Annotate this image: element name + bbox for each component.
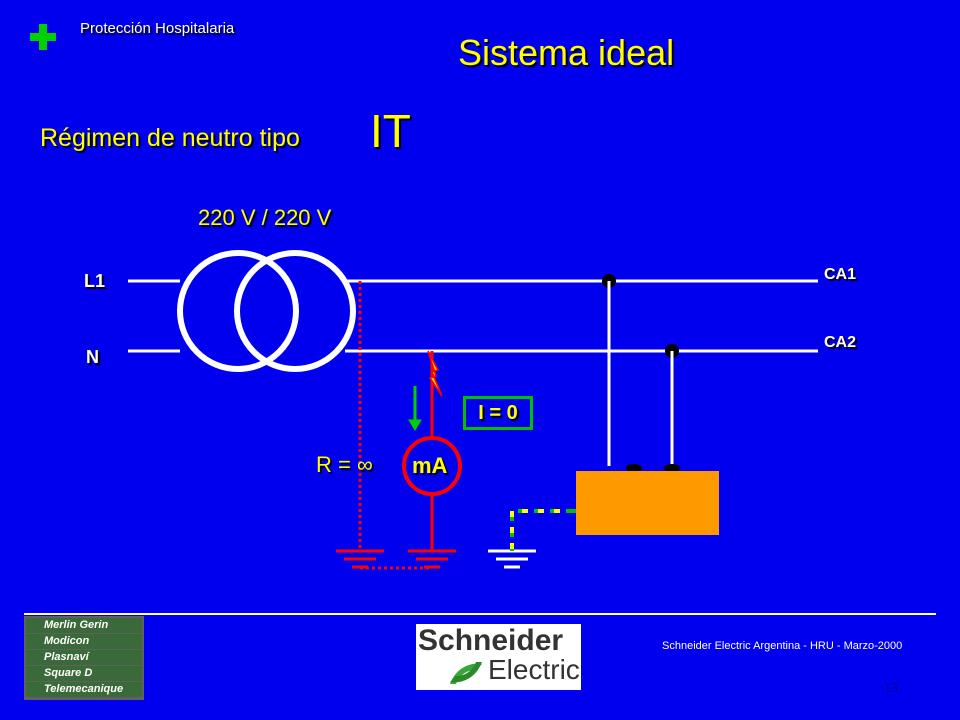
brand-telemecanique: Telemecanique	[26, 682, 142, 697]
schneider-logo: Schneider Electric	[416, 624, 581, 690]
brand-plasnavi: Plasnaví	[26, 650, 142, 665]
current-label: I = 0	[463, 396, 533, 430]
se-logo-icon	[450, 662, 482, 684]
header-text: Protección Hospitalaria	[80, 20, 235, 37]
page-number: 13	[884, 681, 898, 696]
lightning-icon	[427, 350, 443, 397]
earth-symbol-2	[408, 549, 456, 569]
transformer-primary	[177, 250, 299, 372]
logo-word-schneider: Schneider	[418, 624, 564, 657]
earth-symbol-1	[336, 549, 384, 569]
label-ca1: CA1	[824, 266, 857, 283]
protective-earth-wire	[510, 509, 576, 551]
page-title: Sistema ideal	[458, 32, 675, 73]
subtitle-it: IT	[370, 105, 411, 157]
label-l1: L1	[84, 271, 106, 291]
brand-square-d: Square D	[26, 666, 142, 681]
transformer-secondary	[234, 250, 356, 372]
subtitle: Régimen de neutro tipo	[40, 124, 300, 152]
voltage-label: 220 V / 220 V	[198, 205, 332, 230]
footer-credit: Schneider Electric Argentina - HRU - Mar…	[662, 640, 903, 652]
plus-icon	[30, 24, 56, 55]
logo-word-electric: Electric	[488, 654, 580, 685]
brand-modicon: Modicon	[26, 634, 142, 649]
brand-merlin-gerin: Merlin Gerin	[26, 618, 142, 633]
footer-divider	[24, 613, 936, 615]
arrow-down-icon	[408, 386, 422, 431]
label-n: N	[86, 347, 99, 367]
resistance-label: R = ∞	[316, 452, 373, 477]
load-box	[576, 471, 719, 535]
label-ca2: CA2	[824, 334, 857, 351]
brand-logos: Merlin Gerin Modicon Plasnaví Square D T…	[24, 616, 144, 700]
earth-symbol-3	[488, 549, 536, 569]
milliammeter-label: mA	[412, 453, 448, 478]
